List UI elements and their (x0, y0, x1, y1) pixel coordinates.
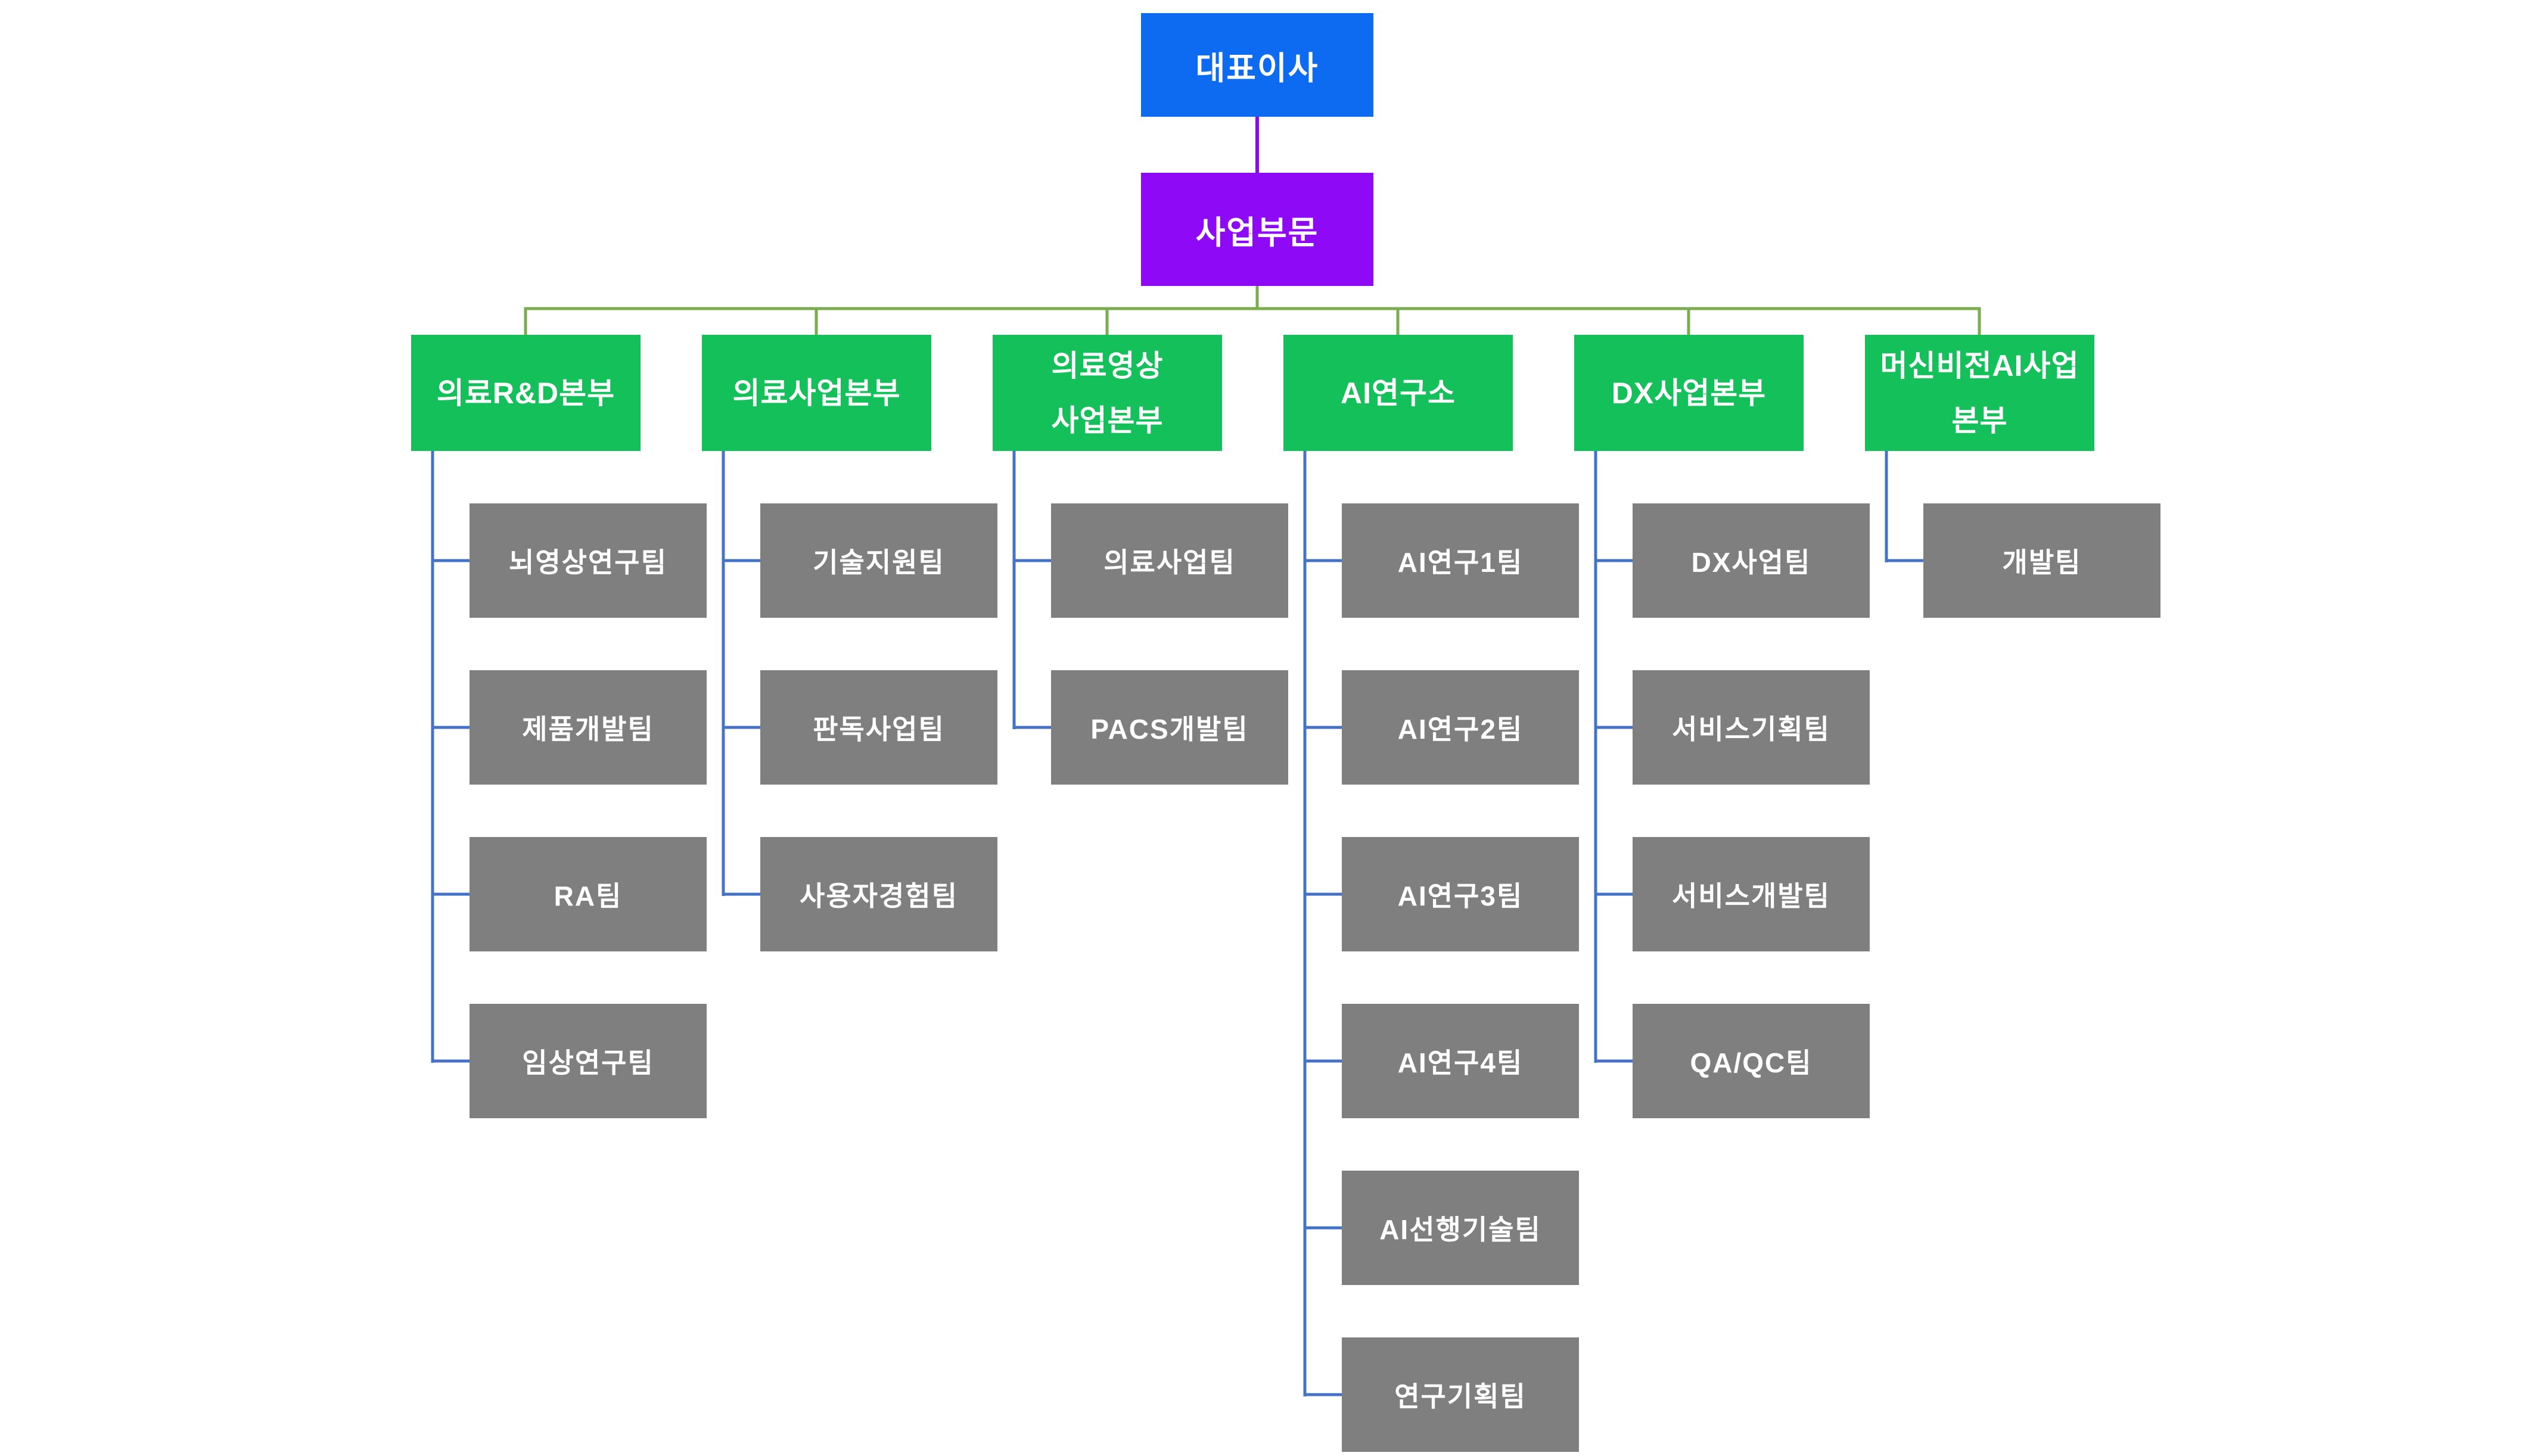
team-label: AI선행기술팀 (1379, 1214, 1541, 1245)
dept-label: DX사업본부 (1611, 376, 1767, 410)
team-box-d2-t3: 사용자경험팀 (760, 837, 997, 951)
team-label: AI연구2팀 (1397, 714, 1524, 745)
ceo-box: 대표이사 (1141, 13, 1373, 117)
team-label: QA/QC팀 (1690, 1047, 1813, 1078)
dept-label-line-1: 머신비전AI사업 (1880, 349, 2079, 382)
team-label: 기술지원팀 (813, 547, 945, 578)
dept-label: 의료R&D본부 (436, 376, 615, 410)
team-box-d4-t5: AI선행기술팀 (1342, 1171, 1579, 1285)
team-label: PACS개발팀 (1090, 714, 1249, 745)
dept-box-3: 의료영상 사업본부 (993, 335, 1222, 451)
team-label: 임상연구팀 (522, 1047, 654, 1078)
team-box-d4-t2: AI연구2팀 (1342, 670, 1579, 785)
dept-box-1: 의료R&D본부 (411, 335, 641, 451)
dept-box-6: 머신비전AI사업 본부 (1865, 335, 2094, 451)
dept-label-line-1: 의료영상 (1051, 349, 1164, 382)
team-box-d4-t3: AI연구3팀 (1342, 837, 1579, 951)
dept-box-4: AI연구소 (1283, 335, 1513, 451)
dept-label-line-2: 사업본부 (1051, 403, 1164, 437)
dept-label: AI연구소 (1341, 376, 1456, 410)
ceo-label: 대표이사 (1195, 50, 1319, 86)
team-label: AI연구4팀 (1397, 1047, 1524, 1078)
team-box-d1-t2: 제품개발팀 (470, 670, 707, 785)
team-box-d4-t4: AI연구4팀 (1342, 1004, 1579, 1118)
dept-box-2: 의료사업본부 (702, 335, 931, 451)
team-label: 뇌영상연구팀 (509, 547, 667, 578)
dept-box-5: DX사업본부 (1574, 335, 1804, 451)
team-box-d5-t2: 서비스기획팀 (1633, 670, 1870, 785)
team-box-d5-t4: QA/QC팀 (1633, 1004, 1870, 1118)
team-label: 판독사업팀 (813, 714, 945, 745)
team-box-d1-t3: RA팀 (470, 837, 707, 951)
team-label: 의료사업팀 (1103, 547, 1236, 578)
dept-label: 의료사업본부 (732, 376, 901, 410)
team-label: RA팀 (554, 881, 623, 911)
team-box-d4-t1: AI연구1팀 (1342, 503, 1579, 618)
team-label: 사용자경험팀 (800, 881, 958, 911)
dept-label-line-2: 본부 (1951, 403, 2008, 437)
team-label: DX사업팀 (1691, 547, 1811, 578)
team-box-d3-t1: 의료사업팀 (1051, 503, 1288, 618)
team-label: AI연구1팀 (1397, 547, 1524, 578)
team-box-d5-t1: DX사업팀 (1633, 503, 1870, 618)
team-label: 제품개발팀 (522, 714, 654, 745)
team-label: AI연구3팀 (1397, 881, 1524, 911)
team-box-d6-t1: 개발팀 (1923, 503, 2160, 618)
team-box-d3-t2: PACS개발팀 (1051, 670, 1288, 785)
team-box-d1-t4: 임상연구팀 (470, 1004, 707, 1118)
team-box-d2-t1: 기술지원팀 (760, 503, 997, 618)
division-label: 사업부문 (1195, 214, 1319, 251)
division-box: 사업부문 (1141, 173, 1373, 286)
team-box-d5-t3: 서비스개발팀 (1633, 837, 1870, 951)
team-label: 서비스개발팀 (1672, 881, 1830, 911)
team-box-d1-t1: 뇌영상연구팀 (470, 503, 707, 618)
team-label: 서비스기획팀 (1672, 714, 1830, 745)
team-label: 연구기획팀 (1394, 1381, 1527, 1412)
team-box-d2-t2: 판독사업팀 (760, 670, 997, 785)
team-label: 개발팀 (2002, 547, 2082, 578)
team-box-d4-t6: 연구기획팀 (1342, 1337, 1579, 1452)
